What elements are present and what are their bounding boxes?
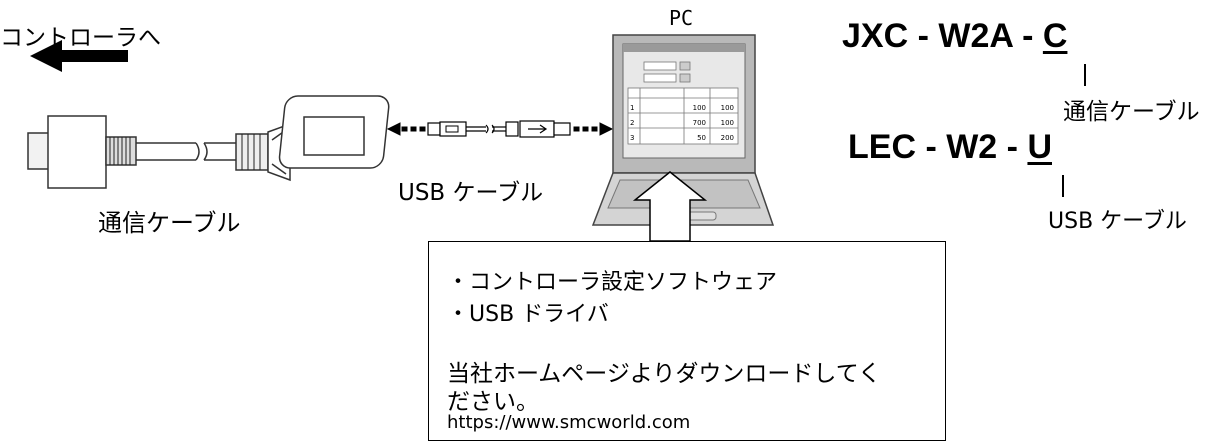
left-arrow xyxy=(30,40,128,72)
lec-code-prefix: LEC - W2 - xyxy=(848,128,1028,166)
software-info-box: ・コントローラ設定ソフトウェア ・USB ドライバ 当社ホームページよりダウンロ… xyxy=(428,241,946,441)
lec-model-code: LEC - W2 - U xyxy=(848,128,1052,167)
download-note-line2: ださい。 xyxy=(447,389,539,415)
pc-screen-col2: 100 100 200 xyxy=(720,104,734,142)
lec-code-suffix: U xyxy=(1027,128,1052,166)
download-note-line1: 当社ホームページよりダウンロードしてく xyxy=(447,361,882,387)
jxc-code-suffix: C xyxy=(1042,17,1068,55)
usb-cable xyxy=(386,120,614,138)
software-item-driver: ・USB ドライバ xyxy=(447,302,609,327)
pc-screen-ui xyxy=(627,61,739,145)
jxc-code-prefix: JXC - W2A - xyxy=(842,17,1043,55)
converter-unit xyxy=(278,95,390,169)
jxc-suffix-label: 通信ケーブル xyxy=(1063,99,1200,125)
pc-label: PC xyxy=(669,6,694,30)
up-arrow xyxy=(632,171,708,242)
software-item-config: ・コントローラ設定ソフトウェア xyxy=(447,270,778,295)
lec-suffix-label: USB ケーブル xyxy=(1048,209,1187,234)
pc-screen-col1: 100 700 50 xyxy=(692,104,706,142)
comm-cable-label: 通信ケーブル xyxy=(98,209,241,237)
comm-cable-wire xyxy=(136,122,291,182)
pc-screen-rownums: 1 2 3 xyxy=(630,104,635,142)
comm-cable-connector xyxy=(27,115,137,189)
website-url[interactable]: https://www.smcworld.com xyxy=(447,412,691,433)
to-controller-label: コントローラへ xyxy=(0,25,161,51)
usb-cable-label: USB ケーブル xyxy=(398,180,544,206)
jxc-model-code: JXC - W2A - C xyxy=(842,17,1067,56)
